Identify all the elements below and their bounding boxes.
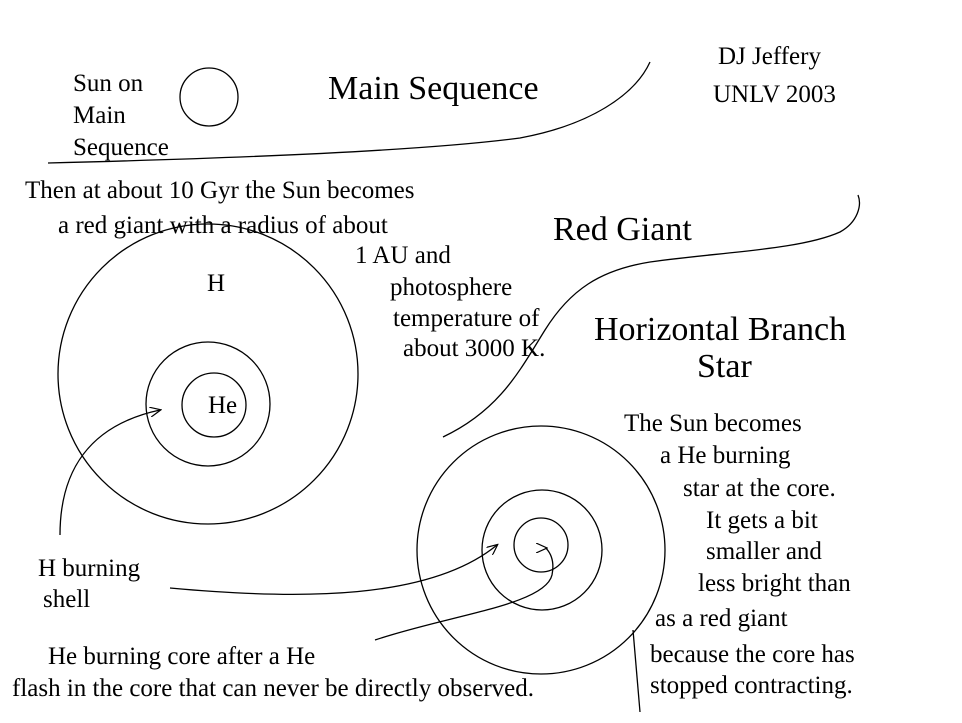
- sun-label-line: Sun on: [73, 70, 144, 97]
- shell-label-line: shell: [43, 586, 91, 613]
- main-sequence-title: Main Sequence: [328, 70, 539, 107]
- red-giant-text-line: photosphere: [390, 274, 513, 301]
- text-pointer-line: [632, 629, 641, 713]
- red-giant-text-line: Then at about 10 Gyr the Sun becomes: [25, 177, 415, 204]
- hb-text-line: as a red giant: [655, 605, 788, 632]
- red-giant-text-line: a red giant with a radius of about: [58, 212, 388, 239]
- hb-text-line: star at the core.: [683, 475, 836, 502]
- red-giant-text-line: about 3000 K.: [403, 335, 546, 362]
- red-giant-outer-circle: [57, 223, 359, 525]
- red-giant-shell-circle: [145, 341, 271, 467]
- red-giant-text-line: 1 AU and: [355, 242, 451, 269]
- shell-arrow-hb: [169, 545, 497, 596]
- sun-label-line: Main: [73, 102, 126, 129]
- red-giant-title: Red Giant: [553, 211, 692, 248]
- hb-text-line: smaller and: [706, 538, 822, 565]
- hb-text-line: The Sun becomes: [624, 410, 802, 437]
- horizontal-branch-title: Horizontal Branch: [594, 311, 847, 348]
- hb-text-line: stopped contracting.: [650, 672, 853, 699]
- he-core-caption-line: flash in the core that can never be dire…: [12, 675, 534, 702]
- hb-outer-circle: [416, 425, 666, 675]
- hb-core-circle: [513, 517, 569, 573]
- red-giant-track: [442, 194, 861, 438]
- main-sequence-track: [47, 61, 651, 164]
- he-core-label: He: [208, 392, 238, 419]
- h-envelope-label: H: [207, 270, 226, 297]
- shell-label-line: H burning: [38, 555, 141, 582]
- hb-text-line: because the core has: [650, 641, 855, 668]
- hb-text-line: It gets a bit: [706, 507, 818, 534]
- horizontal-branch-title-line2: Star: [697, 348, 752, 385]
- credit-affiliation: UNLV 2003: [713, 81, 836, 108]
- red-giant-core-circle: [181, 372, 247, 438]
- shell-arrow-red-giant: [59, 410, 160, 536]
- hb-text-line: a He burning: [660, 442, 791, 469]
- core-arrow-hb: [374, 548, 554, 641]
- sun-label-line: Sequence: [73, 134, 169, 161]
- he-core-caption-line: He burning core after a He: [48, 643, 316, 670]
- main-sequence-sun-circle: [179, 67, 239, 127]
- hb-shell-circle: [481, 489, 603, 611]
- hb-text-line: less bright than: [698, 570, 851, 597]
- credit-name: DJ Jeffery: [718, 43, 821, 70]
- red-giant-text-line: temperature of: [393, 305, 540, 332]
